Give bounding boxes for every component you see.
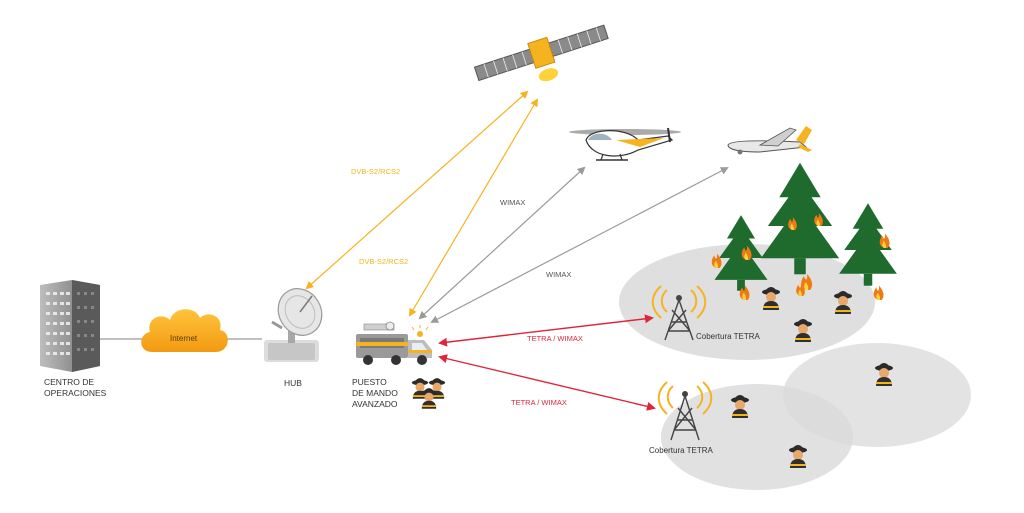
command-post-label-1: PUESTO: [352, 377, 387, 387]
link-label-wimax-heli: WIMAX: [500, 198, 525, 207]
truck-icon: [356, 321, 432, 365]
link-label-dvb-upper: DVB-S2/RCS2: [351, 167, 400, 176]
coverage-area-lower-right: [783, 343, 971, 447]
dish-icon: [264, 288, 323, 362]
firefighter-group-icon: [411, 378, 446, 409]
coverage-label-upper: Cobertura TETRA: [696, 332, 761, 341]
link-label-tetra-upper: TETRA / WIMAX: [527, 334, 583, 343]
sat-post-link: [408, 98, 539, 317]
cloud-icon: [141, 309, 228, 352]
command-post-label-3: AVANZADO: [352, 399, 398, 409]
helicopter-icon: [569, 127, 681, 161]
tower-icon-lower: [657, 381, 713, 441]
heli-link: [418, 166, 586, 320]
tetra-upper-link: [438, 314, 654, 347]
link-label-tetra-lower: TETRA / WIMAX: [511, 398, 567, 407]
drone-icon: [727, 126, 812, 155]
satellite-icon: [473, 24, 609, 82]
drone-link: [430, 167, 729, 323]
sat-hub-link: [305, 90, 529, 290]
hub-label: HUB: [284, 378, 302, 388]
command-post-label-2: DE MANDO: [352, 388, 398, 398]
tetra-lower-link: [438, 354, 656, 411]
building-icon: [40, 280, 100, 372]
operations-center-label-1: CENTRO DE: [44, 377, 94, 387]
link-label-wimax-drone: WIMAX: [546, 270, 571, 279]
link-label-dvb-lower: DVB-S2/RCS2: [359, 257, 408, 266]
tree-icon-center: [760, 162, 840, 275]
tower-icon-upper: [651, 285, 707, 341]
internet-label: Internet: [170, 334, 198, 343]
operations-center-label-2: OPERACIONES: [44, 388, 107, 398]
coverage-label-lower: Cobertura TETRA: [649, 446, 714, 455]
